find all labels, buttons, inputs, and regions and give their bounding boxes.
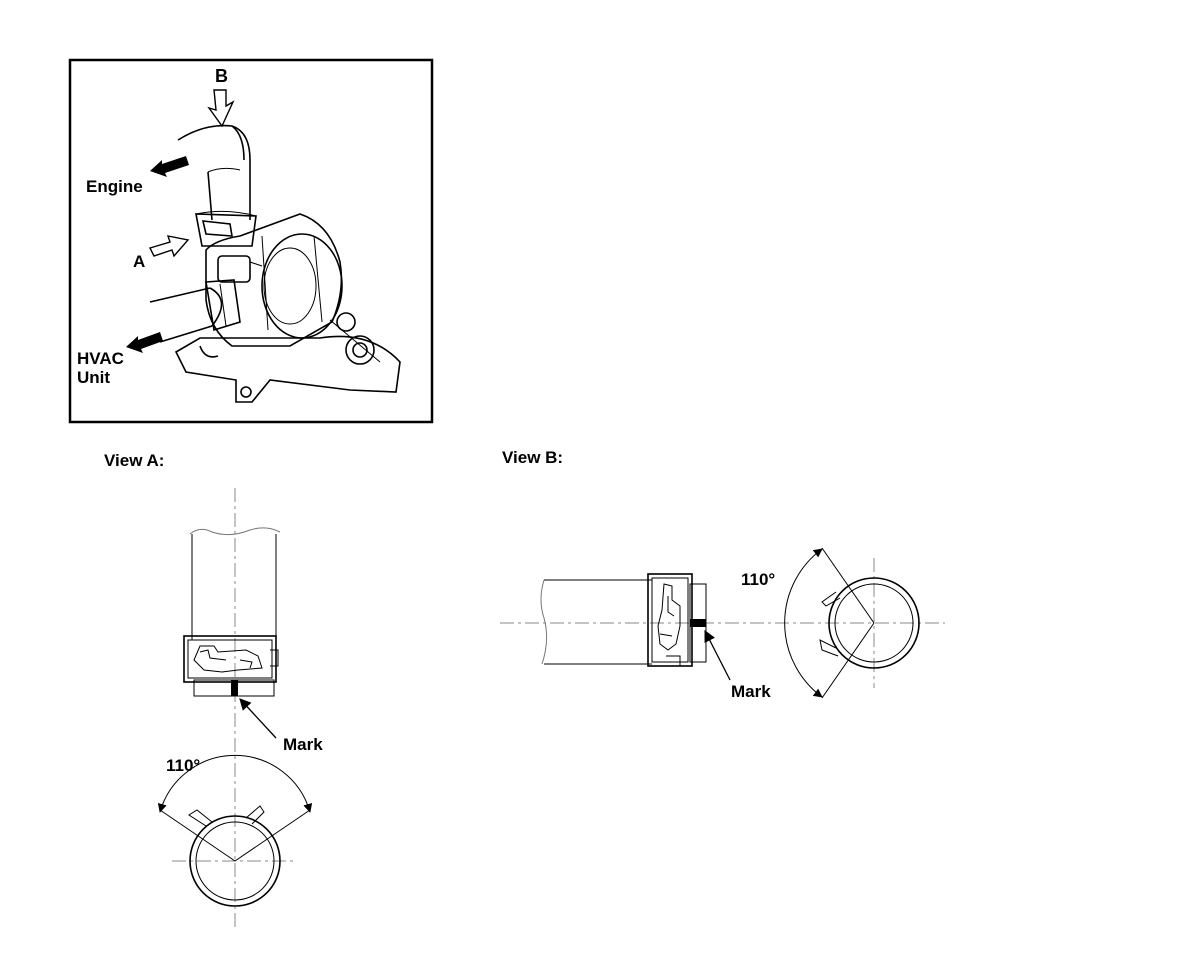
label-b: B [215,66,228,86]
view-a-clamp [183,635,279,683]
view-a-arrow-icon [149,235,190,258]
overview-frame [68,58,434,424]
view-b-pipe [540,579,707,665]
view-a-section-circle [157,754,313,907]
view-b-mark-leader [704,629,731,681]
view-b-title: View B: [502,448,563,467]
view-a-mark-label: Mark [283,735,323,754]
label-hvac-line1: HVAC [77,349,124,368]
hvac-hose [149,279,241,343]
hvac-direction-arrow-icon [126,332,163,353]
engine-direction-arrow-icon [150,156,189,177]
upper-clamp [195,210,257,247]
view-b-mark-label: Mark [731,682,771,701]
view-b-arrow-icon [207,89,235,128]
view-a-mark-leader [239,698,277,739]
view-b-mark [690,619,706,627]
view-a-mark [231,680,238,696]
view-b-section-circle [784,547,920,699]
mounting-bracket [174,312,401,403]
view-a-section: View A: Mark [104,451,323,930]
label-engine: Engine [86,177,143,196]
view-a-title: View A: [104,451,164,470]
view-b-section: View B: Mark [500,448,945,701]
overview-illustration: B A Engine HVAC Unit [68,58,434,424]
view-b-clamp [647,573,693,667]
view-b-angle-label: 110° [741,570,775,589]
view-a-angle-label: 110° [166,756,200,775]
label-hvac-line2: Unit [77,368,110,387]
label-a: A [133,252,145,271]
